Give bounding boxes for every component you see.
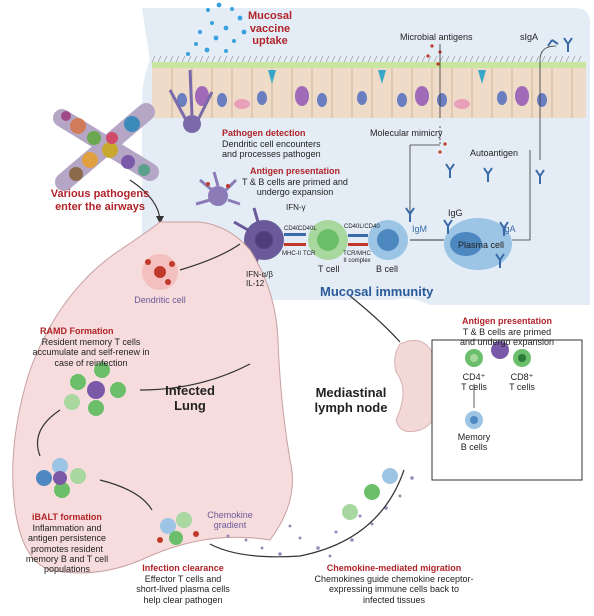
dendritic-cell-label: Dendritic cell: [134, 295, 186, 305]
cd40l-label: CD40L: [298, 226, 317, 232]
dc-to-mucosa-arrow: [179, 243, 241, 271]
microbial-antigens-label: Microbial antigens: [400, 32, 473, 42]
lymph-box-cells: [465, 341, 531, 429]
ramd-title: RAMD Formation: [40, 326, 114, 336]
plasma-cell: [444, 218, 512, 270]
siga-arrow: [539, 45, 557, 160]
vaccine-particles: [186, 2, 247, 56]
migration-arrow: [209, 469, 405, 558]
cd40-label: CD40: [284, 226, 300, 232]
ibalt-cluster: [36, 458, 86, 498]
ibalt-title: iBALT formation: [32, 512, 102, 522]
plasma-arrow: [512, 150, 531, 241]
pathogen-detection-title: Pathogen detection: [222, 128, 306, 138]
ramd-cluster: [64, 362, 126, 416]
mucosal-immunity-title: Mucosal immunity: [320, 284, 434, 299]
microbial-antigen-dots: [426, 44, 447, 154]
pathogens-cluster: [53, 103, 159, 191]
dendritic-cell-mucosa: [168, 69, 214, 133]
cd4-label: CD4⁺T cells: [461, 372, 487, 393]
migrating-cells: [342, 468, 398, 520]
ifn-gamma-label: IFN-γ: [286, 203, 306, 212]
clearance-cluster: [157, 512, 199, 545]
ibalt-to-ramd-arrow: [36, 409, 61, 457]
autoantigen-label: Autoantigen: [470, 148, 519, 158]
tcr-label: TCR: [303, 251, 316, 257]
t-cell-mucosa: [284, 220, 348, 260]
chemokine-migration-title: Chemokine-mediated migration: [326, 563, 462, 573]
mucosa-to-lymph-arrow: [349, 295, 401, 343]
infected-lung: [12, 221, 293, 574]
epithelium-layer: [151, 55, 586, 118]
antigen-presentation-title: Antigen presentation: [249, 166, 340, 176]
ramd-to-lymph-arrow: [139, 363, 251, 391]
b-cell-mucosa: [348, 220, 408, 260]
lung-dendritic-cell: [142, 254, 178, 290]
mhc-ii-label: MHC-II: [282, 251, 301, 257]
lymph-node-detail-box: [431, 339, 583, 481]
antigen-presentation2-title: Antigen presentation: [461, 316, 552, 326]
cd40l-cd40-label: CD40L/CD40: [344, 224, 380, 230]
molecular-mimicry-label: Molecular mimicry: [370, 128, 443, 138]
b-cell-label: B cell: [376, 264, 399, 274]
chemokine-migration-body: Chemokines guide chemokine receptor-expr…: [314, 574, 474, 605]
igg-label: IgG: [448, 208, 463, 218]
iga-label: IgA: [502, 224, 516, 234]
igm-label: IgM: [412, 224, 428, 234]
t-cell-label: T cell: [318, 264, 340, 274]
clearance-to-ibalt-arrow: [99, 479, 153, 511]
siga-label: sIgA: [520, 32, 539, 42]
infection-clearance-title: Infection clearance: [142, 563, 224, 573]
dendritic-cell-pathogen: [195, 171, 241, 206]
antibodies: [405, 37, 573, 268]
cd8-label: CD8⁺T cells: [509, 372, 535, 393]
plasma-cell-label: Plasma cell: [458, 240, 505, 250]
